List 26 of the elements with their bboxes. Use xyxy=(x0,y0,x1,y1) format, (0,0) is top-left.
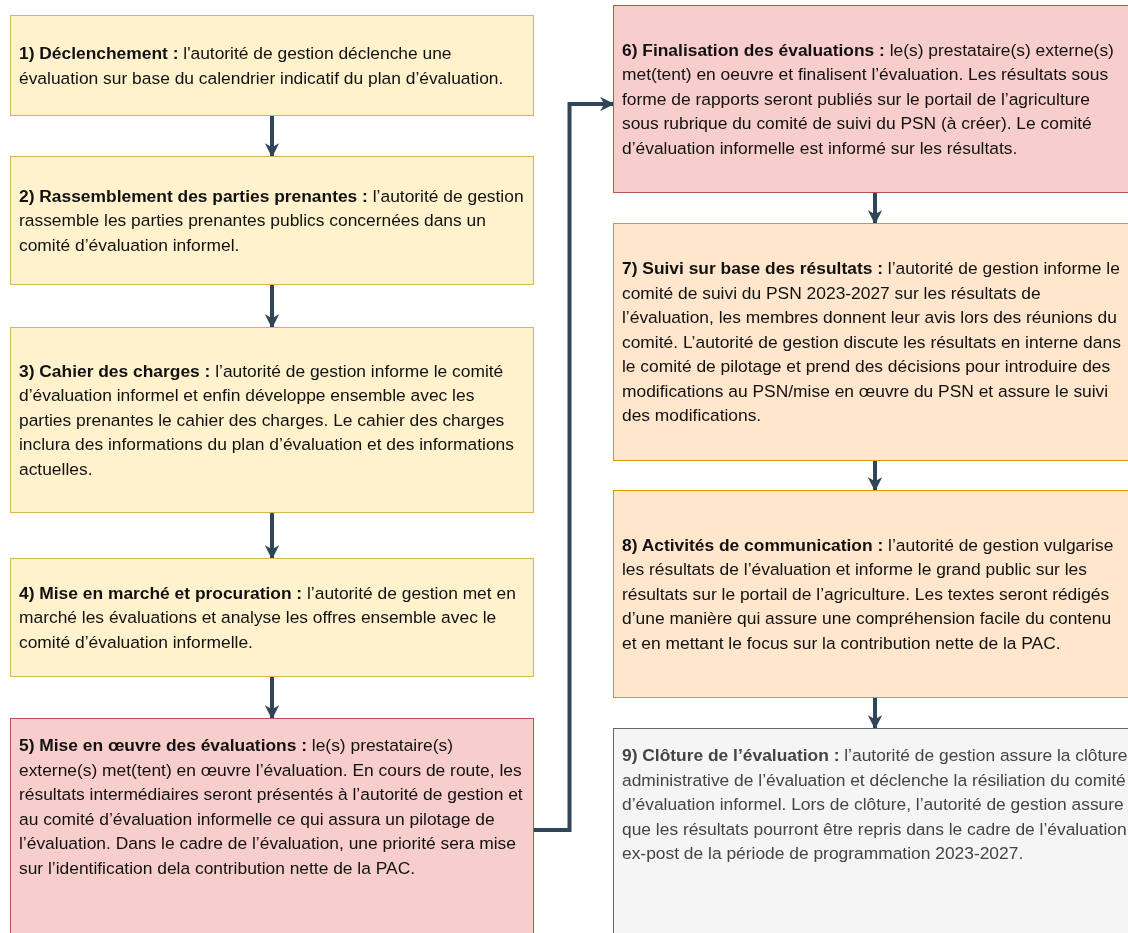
process-box xyxy=(613,223,1128,461)
process-box xyxy=(10,15,534,116)
arrow xyxy=(867,461,883,492)
step-description: 4) Mise en marché et procuration : l’autorité de gestion met en marché les évaluations et analyse les offres ensemble avec le comité d’évaluation informelle. xyxy=(19,581,517,654)
arrow xyxy=(264,513,280,560)
process-box xyxy=(10,156,534,285)
step-description: 3) Cahier des charges : l’autorité de gestion informe le comité d’évaluation informel et enfin développe ensemble avec les parties prenantes le cahier des charges. Le cahier des charges inclura des informations du plan d’évaluation et des informations actuelles. xyxy=(19,359,515,481)
process-box xyxy=(613,728,1128,933)
step-description: 2) Rassemblement des parties prenantes : l’autorité de gestion rassemble les parties prenantes publics concernées dans un comité d’évaluation informel. xyxy=(19,184,525,257)
process-box xyxy=(10,558,534,677)
step-description: 5) Mise en œuvre des évaluations : le(s) prestataire(s) externe(s) met(tent) en œuvre l’évaluation. En cours de route, les résultats intermédiaires seront présentés à l’autorité de gestion et au comité d’évaluation informelle ce qui assura un pilotage de l’évaluation. Dans le cadre de l’évaluation, une priorité sera mise sur l’identification dela contribution nette de la PAC. xyxy=(19,734,524,880)
arrow xyxy=(867,193,883,225)
arrow xyxy=(264,116,280,158)
step-description: 7) Suivi sur base des résultats : l’autorité de gestion informe le comité de suivi du PSN 2023-2027 sur les résultats de l’évaluation, les membres donnent leur avis lors des réunions du comité. L’autorité de gestion discute les résultats en interne dans le comité de pilotage et prend des décisions pour introduire des modifications au PSN/mise en œuvre du PSN et assure le suivi des modifications. xyxy=(622,257,1122,428)
arrow xyxy=(867,698,883,730)
process-box xyxy=(10,327,534,513)
process-box xyxy=(10,718,534,933)
step-description: 8) Activités de communication : l’autorité de gestion vulgarise les résultats de l’évaluation et informe le grand public sur les résultats sur le portail de l’agriculture. Les textes seront rédigés d’une manière qui assure une compréhension facile du contenu et en mettant le focus sur la contribution nette de la PAC. xyxy=(622,533,1115,655)
step-description: 6) Finalisation des évaluations : le(s) prestataire(s) externe(s) met(tent) en oeuvre et finalisent l’évaluation. Les résultats sous forme de rapports seront publiés sur le portail de l’agriculture sous rubrique du comité de suivi du PSN (à créer). Le comité d’évaluation informelle est informé sur les résultats. xyxy=(622,38,1115,160)
arrow xyxy=(534,96,615,832)
step-description: 1) Déclenchement : l'autorité de gestion déclenche une évaluation sur base du calendrier indicatif du plan d’évaluation. xyxy=(19,42,505,90)
arrow xyxy=(264,285,280,329)
arrow xyxy=(264,677,280,720)
process-box xyxy=(613,490,1128,698)
step-description: 9) Clôture de l’évaluation : l’autorité de gestion assure la clôture administrative de l’évaluation et déclenche la résiliation du comité d’évaluation informel. Lors de clôture, l’autorité de gestion assure que les résultats pourront être repris dans le cadre de l’évaluation ex-post de la période de programmation 2023-2027. xyxy=(622,744,1128,865)
process-box xyxy=(613,5,1128,193)
